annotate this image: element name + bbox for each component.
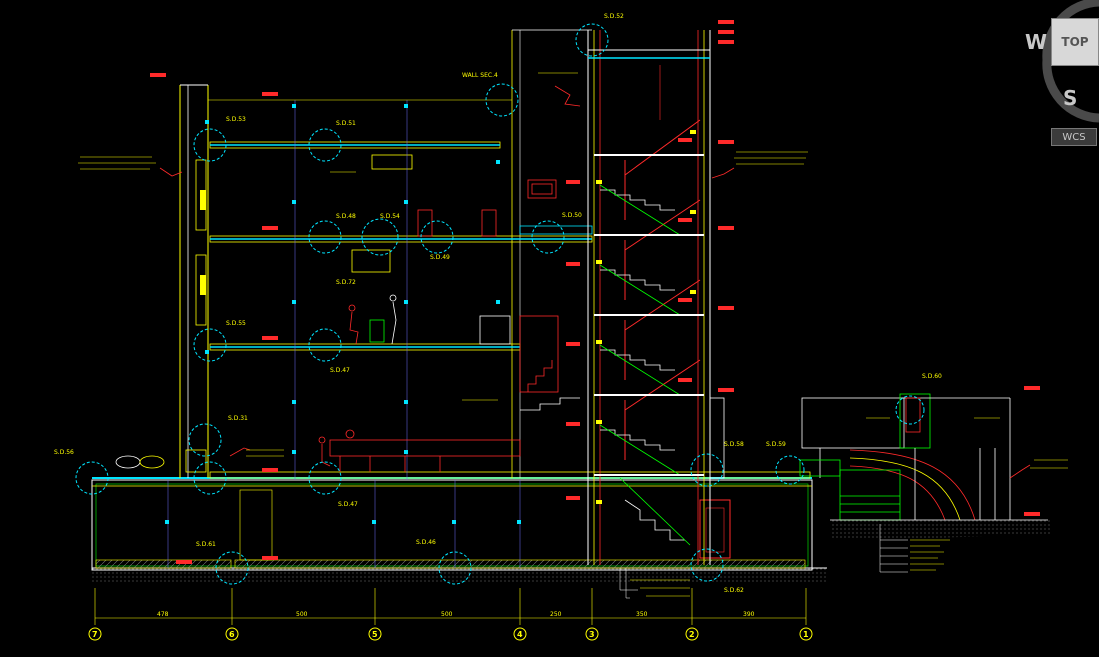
tag-sd46: S.D.46 — [416, 539, 436, 546]
axis-2: 2 — [685, 627, 699, 641]
tag-sd62: S.D.62 — [724, 587, 744, 594]
grid-axis-bubbles: 7 6 5 4 3 2 1 — [88, 627, 813, 641]
wcs-menu-button[interactable]: WCS — [1051, 128, 1097, 146]
svg-text:1: 1 — [803, 630, 809, 639]
dim-1: 478 — [157, 611, 169, 618]
dim-6: 390 — [743, 611, 755, 618]
tag-sd58: S.D.58 — [724, 441, 744, 448]
compass-south-label[interactable]: S — [1063, 86, 1078, 110]
tag-sd50: S.D.50 — [562, 212, 582, 219]
tag-sd61: S.D.61 — [196, 541, 216, 548]
tag-sd55: S.D.55 — [226, 320, 246, 327]
annotation-notes — [78, 72, 1068, 597]
tag-sd56: S.D.56 — [54, 449, 74, 456]
tag-sd51: S.D.51 — [336, 120, 356, 127]
axis-7: 7 — [88, 627, 102, 641]
tag-sd52: S.D.52 — [604, 13, 624, 20]
floor-slabs — [209, 141, 811, 479]
wall-section-tag: WALL SEC.4 — [462, 72, 498, 79]
tag-sd53: S.D.53 — [226, 116, 246, 123]
axis-1: 1 — [799, 627, 813, 641]
tag-sd31: S.D.31 — [228, 415, 248, 422]
building-frame — [179, 29, 592, 478]
viewcube[interactable]: TOP W S WCS — [1019, 0, 1099, 150]
right-annex — [709, 393, 1048, 521]
dim-5: 350 — [636, 611, 648, 618]
tag-sd48: S.D.48 — [336, 213, 356, 220]
svg-text:6: 6 — [229, 630, 235, 639]
dimension-line — [94, 588, 807, 625]
compass-west-label[interactable]: W — [1025, 30, 1048, 54]
tag-sd60: S.D.60 — [922, 373, 942, 380]
axis-3: 3 — [585, 627, 599, 641]
note-leader-lines — [619, 524, 908, 599]
ground — [92, 520, 1050, 582]
axis-4: 4 — [513, 627, 527, 641]
level-markers — [150, 20, 1040, 564]
stair-core — [587, 30, 711, 565]
dim-2: 500 — [296, 611, 308, 618]
leader-lines — [159, 85, 1031, 479]
tag-sd54: S.D.54 — [380, 213, 400, 220]
viewcube-top-face[interactable]: TOP — [1051, 18, 1099, 66]
grid-lines — [167, 100, 521, 568]
tag-sd49: S.D.49 — [430, 254, 450, 261]
svg-text:2: 2 — [689, 630, 695, 639]
tag-sd72: S.D.72 — [336, 279, 356, 286]
detail-callout-circles — [75, 23, 925, 585]
connection-nodes — [165, 104, 521, 524]
svg-text:3: 3 — [589, 630, 595, 639]
inner-stair — [519, 315, 580, 411]
svg-text:5: 5 — [372, 630, 378, 639]
dimension-labels: 478 500 500 250 350 390 — [157, 611, 755, 618]
tag-sd59: S.D.59 — [766, 441, 786, 448]
section-tags: S.D.52 S.D.53 S.D.51 S.D.48 S.D.54 S.D.5… — [54, 13, 942, 594]
svg-text:4: 4 — [517, 630, 523, 639]
tag-sd47-upper: S.D.47 — [330, 367, 350, 374]
svg-text:7: 7 — [92, 630, 98, 639]
compass-ring[interactable] — [1019, 0, 1099, 130]
axis-5: 5 — [368, 627, 382, 641]
tag-sd47-lower: S.D.47 — [338, 501, 358, 508]
furniture — [115, 179, 557, 473]
dim-4: 250 — [550, 611, 562, 618]
dim-3: 500 — [441, 611, 453, 618]
axis-6: 6 — [225, 627, 239, 641]
